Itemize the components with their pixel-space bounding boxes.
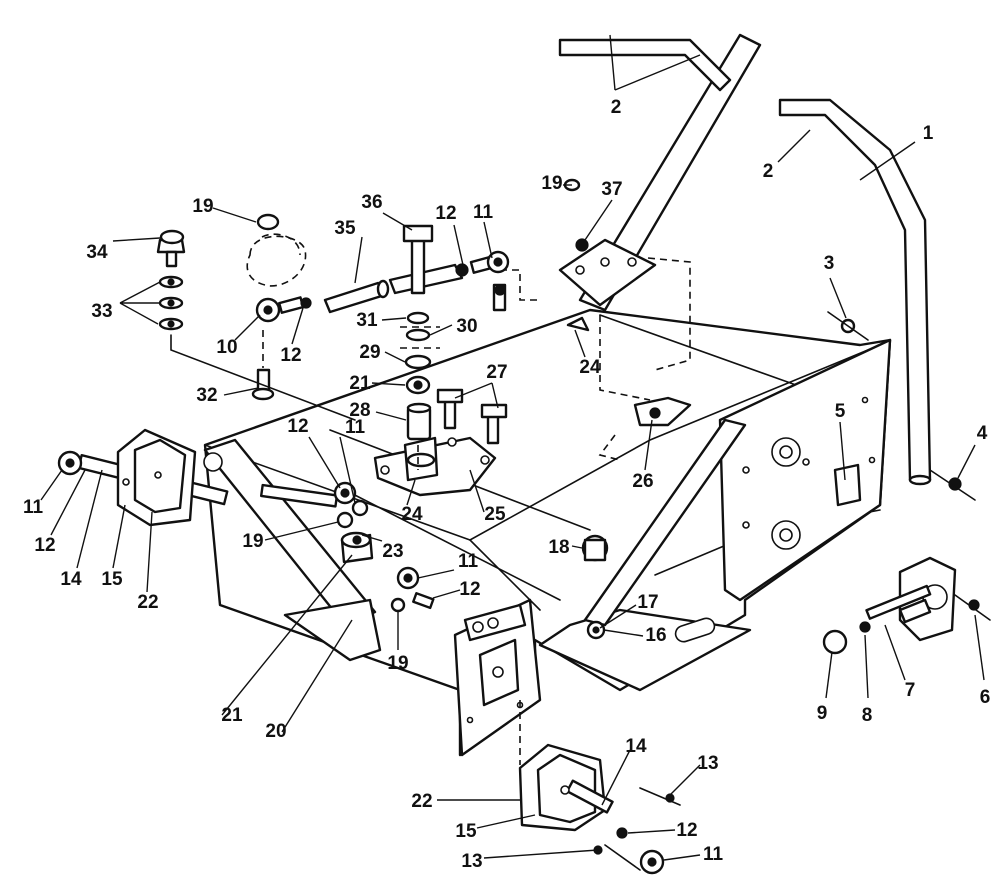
callout-36: 36 — [361, 192, 382, 213]
callout-15-bottom: 15 — [455, 821, 477, 842]
center-washer-stack — [400, 311, 508, 470]
callout-24-top: 24 — [579, 357, 601, 378]
callout-12-mid: 12 — [459, 579, 480, 600]
leader-lines — [40, 34, 985, 861]
bottom-bushing-assembly — [518, 700, 681, 875]
callout-2-right: 2 — [763, 161, 774, 182]
callout-11-center: 11 — [345, 417, 366, 438]
callout-35: 35 — [334, 218, 356, 239]
callout-6: 6 — [980, 687, 991, 708]
callout-27: 27 — [486, 362, 507, 383]
handle-bar-main — [558, 33, 762, 312]
callout-14-left: 14 — [60, 569, 82, 590]
handle-bar-upper — [558, 38, 732, 92]
callout-32: 32 — [196, 385, 217, 406]
callout-29: 29 — [359, 342, 380, 363]
callout-37: 37 — [601, 179, 622, 200]
callout-16: 16 — [645, 625, 666, 646]
callout-34: 34 — [86, 242, 108, 263]
callout-22-bottom: 22 — [411, 791, 432, 812]
callout-11-bottom: 11 — [703, 844, 724, 865]
callout-12-left: 12 — [34, 535, 55, 556]
callout-12-top-left: 12 — [280, 345, 301, 366]
callout-4: 4 — [977, 423, 988, 444]
callout-9: 9 — [817, 703, 828, 724]
callout-labels: 1 2 2 3 4 5 6 7 8 9 10 11 11 11 11 11 12… — [23, 97, 990, 872]
callout-17: 17 — [637, 592, 658, 613]
callout-8: 8 — [862, 705, 873, 726]
right-side-plate — [718, 338, 892, 602]
center-rod-assembly — [259, 481, 435, 613]
callout-28: 28 — [349, 400, 370, 421]
callout-3: 3 — [824, 253, 835, 274]
callout-22-left: 22 — [137, 592, 158, 613]
callout-30: 30 — [456, 316, 477, 337]
top-linkage — [246, 224, 510, 323]
callout-11-mid: 11 — [458, 551, 479, 572]
callout-5: 5 — [835, 401, 846, 422]
callout-19-bottom: 19 — [387, 653, 408, 674]
callout-20: 20 — [265, 721, 286, 742]
handle-bar-right — [778, 98, 932, 486]
lower-bracket-plate — [453, 598, 542, 757]
callout-19-top: 19 — [541, 173, 562, 194]
callout-12-top: 12 — [435, 203, 456, 224]
callout-26: 26 — [632, 471, 653, 492]
callout-13-bottom: 13 — [461, 851, 482, 872]
callout-21-top: 21 — [349, 373, 371, 394]
callout-2-top: 2 — [611, 97, 622, 118]
pivot-plate — [373, 436, 497, 497]
callout-14-bottom: 14 — [625, 736, 647, 757]
callout-24-center: 24 — [401, 504, 423, 525]
right-pivot-bracket — [822, 556, 991, 655]
callout-31: 31 — [356, 310, 378, 331]
hidden-lines — [500, 257, 691, 461]
callout-25: 25 — [484, 504, 506, 525]
callout-18: 18 — [548, 537, 569, 558]
callout-7: 7 — [905, 680, 916, 701]
callout-13-right: 13 — [697, 753, 718, 774]
callout-11-left: 11 — [23, 497, 44, 518]
left-fastener-stack — [156, 213, 356, 421]
callout-12-bottom: 12 — [676, 820, 697, 841]
left-rod-assembly — [57, 428, 229, 527]
callout-19-left: 19 — [242, 531, 263, 552]
callout-23: 23 — [382, 541, 403, 562]
callout-19-topleft: 19 — [192, 196, 213, 217]
callout-11-top: 11 — [473, 202, 494, 223]
callout-21-bottom: 21 — [221, 705, 243, 726]
callout-33: 33 — [91, 301, 112, 322]
callout-12-center: 12 — [287, 416, 308, 437]
callout-10: 10 — [216, 337, 237, 358]
callout-15-left: 15 — [101, 569, 123, 590]
callout-1: 1 — [923, 123, 934, 144]
